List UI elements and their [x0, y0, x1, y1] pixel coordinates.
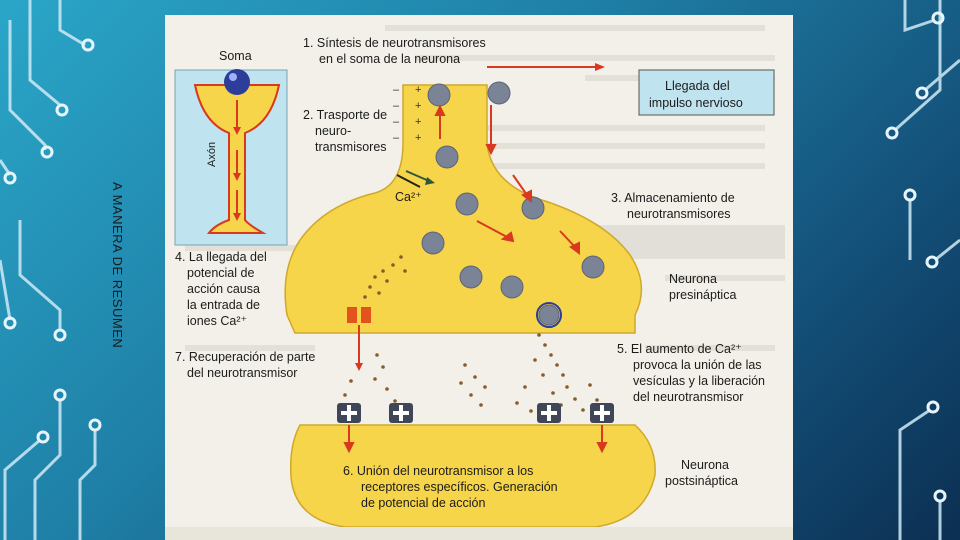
step3-label-line2: neurotransmisores — [627, 207, 731, 221]
step5-label-line3: vesículas y la liberación — [633, 374, 765, 388]
postsynaptic-label-line1: Neurona — [681, 458, 729, 472]
step5-label-line2: provoca la unión de las — [633, 358, 762, 372]
calcium-label: Ca²⁺ — [395, 190, 422, 204]
step6-label-line1: 6. Unión del neurotransmisor a los — [343, 464, 533, 478]
svg-text:–: – — [393, 84, 400, 96]
step6-label-line2: receptores específicos. Generación — [361, 480, 558, 494]
step4-label-line3: acción causa — [187, 282, 260, 296]
postsynaptic-arrows — [343, 425, 608, 454]
step2-label-line2: neuro- — [315, 124, 351, 138]
svg-text:–: – — [393, 132, 400, 144]
svg-text:+: + — [415, 116, 421, 128]
step7-label-line1: 7. Recuperación de parte — [175, 350, 315, 364]
vesicles — [421, 81, 605, 326]
svg-text:–: – — [393, 100, 400, 112]
arrival-label-line2: impulso nervioso — [649, 96, 743, 110]
membrane-charges: – + – + – + – + — [393, 84, 421, 144]
step4-label-line2: potencial de — [187, 266, 254, 280]
svg-text:+: + — [415, 84, 421, 96]
presynaptic-label-line1: Neurona — [669, 272, 717, 286]
step4-label-line1: 4. La llegada del — [175, 250, 267, 264]
svg-text:–: – — [393, 116, 400, 128]
step5-label-line4: del neurotransmisor — [633, 390, 743, 404]
calcium-channel — [347, 307, 371, 371]
step2-label-line3: transmisores — [315, 140, 387, 154]
step5-label-line1: 5. El aumento de Ca²⁺ — [617, 342, 742, 356]
transport-arrows — [434, 104, 580, 255]
step4-label-line5: iones Ca²⁺ — [187, 314, 247, 328]
soma-label: Soma — [219, 49, 252, 63]
svg-text:+: + — [415, 132, 421, 144]
presynaptic-label-line2: presináptica — [669, 288, 736, 302]
step2-label-line1: 2. Trasporte de — [303, 108, 387, 122]
step4-label-line4: la entrada de — [187, 298, 260, 312]
step1-label-line2: en el soma de la neurona — [319, 52, 460, 66]
soma-nucleus — [224, 69, 250, 95]
arrival-label-line1: Llegada del — [665, 79, 730, 93]
step1-label-line1: 1. Síntesis de neurotransmisores — [303, 36, 486, 50]
step3-label-line1: 3. Almacenamiento de — [611, 191, 735, 205]
svg-text:+: + — [415, 100, 421, 112]
slide-title: A MANERA DE RESUMEN — [110, 182, 125, 349]
postsynaptic-label-line2: postsináptica — [665, 474, 738, 488]
arrival-box — [638, 69, 775, 116]
step6-label-line3: de potencial de acción — [361, 496, 485, 510]
receptors — [337, 403, 614, 423]
neurotransmitter-dots — [343, 255, 607, 413]
step7-label-line2: del neurotransmisor — [187, 366, 297, 380]
axon-label: Axón — [206, 142, 218, 167]
synapse-diagram: Soma Axón – + – + – + – + — [165, 15, 793, 540]
